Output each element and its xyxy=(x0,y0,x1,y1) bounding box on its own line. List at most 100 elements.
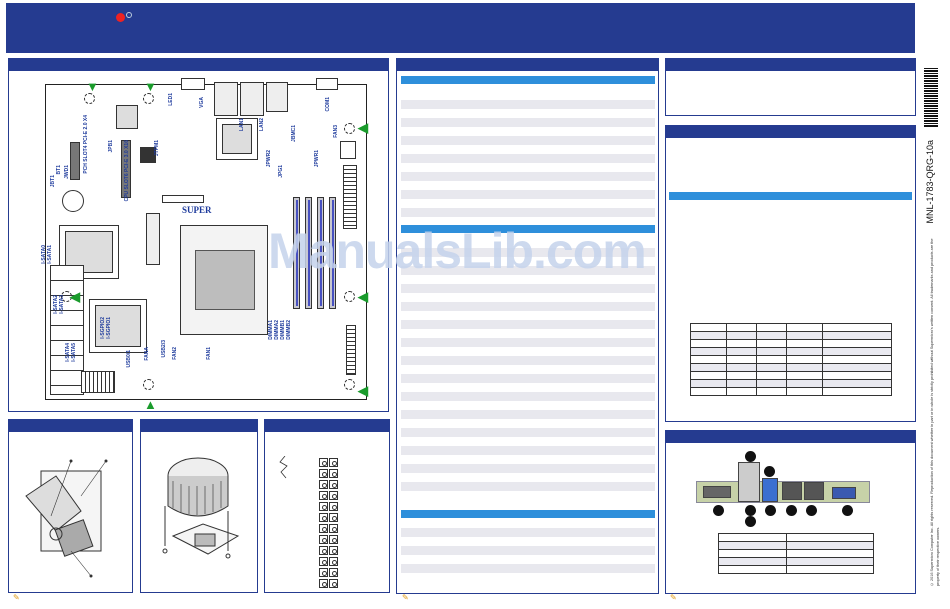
board-label: I-SATA5 xyxy=(71,343,77,362)
info-panel-top xyxy=(665,58,916,116)
mounting-hole xyxy=(143,379,154,390)
pin xyxy=(329,568,338,577)
mounting-hole xyxy=(143,93,154,104)
brand-label: SUPER xyxy=(182,205,212,215)
board-label: JTPM1 xyxy=(154,140,160,157)
table-row xyxy=(401,528,655,537)
lan-controller xyxy=(89,299,147,353)
table-row xyxy=(401,136,655,145)
vga-port xyxy=(832,487,856,499)
pin xyxy=(329,491,338,500)
document-code: MNL-1783-QRG-10a xyxy=(925,140,935,224)
mounting-hole xyxy=(61,291,72,302)
callout-marker xyxy=(745,451,756,462)
table-row xyxy=(401,190,655,199)
pencil-icon: ✎ xyxy=(402,593,409,602)
arrow-left-icon: ◀ xyxy=(358,120,368,135)
jumper-block xyxy=(162,195,204,203)
mounting-hole xyxy=(344,379,355,390)
callout-marker xyxy=(713,505,724,516)
board-label: LAN1 xyxy=(239,118,245,132)
pin xyxy=(329,535,338,544)
board-label: DIMMB1 xyxy=(280,320,286,340)
pencil-icon: ✎ xyxy=(670,593,677,602)
cpu-socket xyxy=(180,225,268,335)
board-label: USB2/3 xyxy=(161,340,167,358)
section-header xyxy=(669,192,912,200)
dimm-a1 xyxy=(293,197,300,309)
table-row xyxy=(401,374,655,383)
board-label: I-SATA3 xyxy=(59,295,65,314)
table-row xyxy=(401,338,655,347)
logo-icon xyxy=(116,13,125,22)
com-port xyxy=(703,486,731,498)
usb-port xyxy=(266,82,288,112)
pin xyxy=(319,546,328,555)
atx-power-connector xyxy=(343,165,357,229)
board-label: I-SGPIO1 xyxy=(106,317,112,339)
header-pinout-panel xyxy=(264,419,390,593)
board-label: JWD1 xyxy=(64,165,70,179)
board-label: USB0/1 xyxy=(126,350,132,368)
table-row xyxy=(401,100,655,109)
arrow-left-icon: ◀ xyxy=(358,289,368,304)
legal-notice: © 2016 Supermicro Computer Inc. All righ… xyxy=(930,238,940,586)
table-row xyxy=(401,320,655,329)
board-label: I-SGPIO2 xyxy=(100,317,106,339)
table-row xyxy=(401,154,655,163)
usb-header xyxy=(81,371,115,393)
zigzag-icon xyxy=(279,456,288,479)
pin xyxy=(319,524,328,533)
dimm-b2 xyxy=(329,197,336,309)
table-row xyxy=(401,482,655,491)
front-panel-header xyxy=(346,325,356,375)
panel-header xyxy=(666,59,915,71)
arrow-down-icon: ▼ xyxy=(86,79,99,94)
table-row xyxy=(401,284,655,293)
board-label: JBT1 xyxy=(50,175,56,188)
pin xyxy=(329,469,338,478)
pin xyxy=(319,480,328,489)
panel-header xyxy=(265,420,389,432)
sata-connectors xyxy=(50,265,84,395)
motherboard-diagram: SUPER CPU SLOT6 PCI-E 3.0 X16 PCH SLOT4 … xyxy=(41,78,367,400)
board-label: FAN3 xyxy=(333,125,339,138)
pin xyxy=(319,513,328,522)
panel-header xyxy=(397,59,658,71)
table-row xyxy=(401,248,655,257)
watermark: ManualsLib.com xyxy=(268,223,647,279)
table-row xyxy=(401,266,655,275)
heatsink-install-panel xyxy=(140,419,258,593)
aux-power-connector xyxy=(340,141,356,159)
board-label: JPWR1 xyxy=(314,150,320,168)
callout-marker xyxy=(842,505,853,516)
table-row xyxy=(401,172,655,181)
board-label: PCH SLOT4 PCI-E 2.0 X4 xyxy=(83,115,89,174)
callout-marker xyxy=(745,505,756,516)
board-label: CPU SLOT6 PCI-E 3.0 X16 xyxy=(124,140,130,202)
pin xyxy=(319,535,328,544)
pin xyxy=(329,524,338,533)
cpu-install-panel xyxy=(8,419,133,593)
board-label: DIMMA1 xyxy=(268,320,274,340)
mounting-hole xyxy=(84,93,95,104)
board-label: LAN2 xyxy=(259,118,265,132)
board-label: LED1 xyxy=(168,93,174,106)
table-row xyxy=(401,464,655,473)
arrow-left-icon: ◀ xyxy=(358,383,368,398)
layout-panel-header xyxy=(9,59,388,71)
pin xyxy=(329,480,338,489)
arrow-down-icon: ▼ xyxy=(144,79,157,94)
lan2-port xyxy=(240,82,264,116)
table-row xyxy=(401,392,655,401)
battery xyxy=(62,190,84,212)
pin xyxy=(319,579,328,588)
table-row xyxy=(401,546,655,555)
pcie-slot-4 xyxy=(70,142,80,180)
spec-table xyxy=(690,323,892,396)
panel-header xyxy=(9,420,132,432)
pin xyxy=(329,546,338,555)
section-header xyxy=(401,510,655,518)
table-row xyxy=(401,208,655,217)
header-banner xyxy=(6,3,915,53)
